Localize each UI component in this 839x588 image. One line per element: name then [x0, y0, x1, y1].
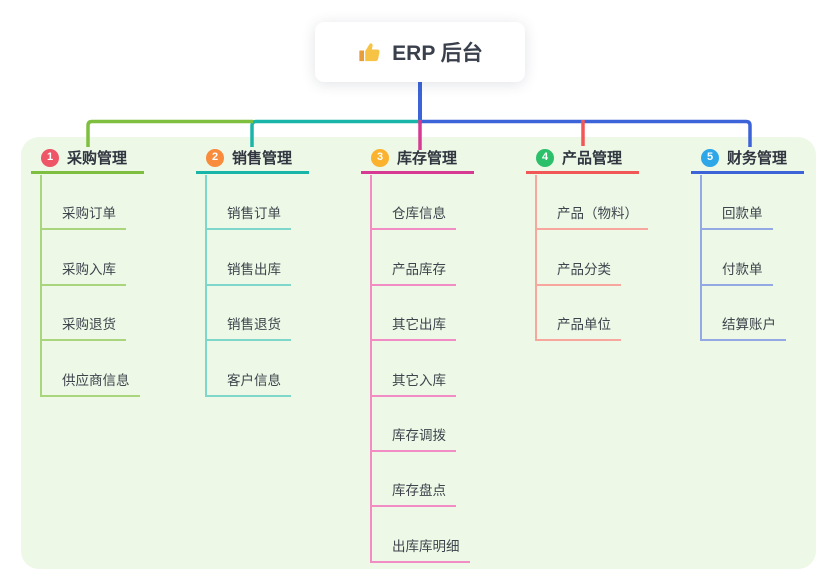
- child-label: 销售退货: [227, 317, 281, 333]
- child-label: 付款单: [722, 261, 763, 277]
- child-label: 库存盘点: [392, 483, 446, 499]
- child-node[interactable]: 采购退货: [42, 286, 126, 342]
- child-label: 客户信息: [227, 372, 281, 388]
- child-label: 产品分类: [557, 261, 611, 277]
- child-label: 销售订单: [227, 206, 281, 222]
- branch-label: 销售管理: [232, 150, 293, 167]
- branch-number-badge: 4: [536, 148, 554, 167]
- branch-node[interactable]: 5 财务管理: [691, 147, 804, 174]
- thumbs-up-icon: [359, 42, 380, 61]
- child-node[interactable]: 销售出库: [207, 230, 291, 286]
- child-node[interactable]: 销售退货: [207, 286, 291, 342]
- branch-children: 产品（物料） 产品分类 产品单位: [535, 175, 648, 342]
- child-node[interactable]: 产品分类: [537, 230, 621, 286]
- branch-number-badge: 2: [206, 148, 224, 167]
- child-node[interactable]: 结算账户: [702, 286, 786, 342]
- child-label: 供应商信息: [62, 372, 130, 388]
- child-node[interactable]: 采购订单: [42, 175, 126, 231]
- branch-label: 库存管理: [397, 150, 458, 167]
- branch-number-badge: 3: [371, 148, 389, 167]
- child-label: 结算账户: [722, 317, 776, 333]
- child-label: 销售出库: [227, 261, 281, 277]
- child-label: 采购入库: [62, 261, 116, 277]
- child-node[interactable]: 其它入库: [372, 341, 456, 397]
- branch-node[interactable]: 1 采购管理: [31, 147, 144, 174]
- branch-label: 财务管理: [727, 150, 788, 167]
- branch-node[interactable]: 4 产品管理: [526, 147, 639, 174]
- child-label: 出库库明细: [392, 538, 460, 554]
- child-node[interactable]: 产品单位: [537, 286, 621, 342]
- branch-number-badge: 5: [701, 148, 719, 167]
- child-node[interactable]: 回款单: [702, 175, 773, 231]
- root-node[interactable]: ERP 后台: [315, 22, 525, 82]
- branch-label: 采购管理: [67, 150, 128, 167]
- child-label: 仓库信息: [392, 206, 446, 222]
- child-label: 其它入库: [392, 372, 446, 388]
- branch-column: 销售订单 销售出库 销售退货 客户信息 2 销售管理: [196, 147, 309, 397]
- branch-column: 产品（物料） 产品分类 产品单位 4 产品管理: [526, 147, 648, 342]
- branch-number-badge: 1: [41, 148, 59, 167]
- child-label: 采购退货: [62, 317, 116, 333]
- child-node[interactable]: 付款单: [702, 230, 773, 286]
- child-label: 其它出库: [392, 317, 446, 333]
- child-label: 产品库存: [392, 261, 446, 277]
- child-node[interactable]: 库存调拨: [372, 397, 456, 452]
- branch-node[interactable]: 2 销售管理: [196, 147, 309, 174]
- branch-column: 回款单 付款单 结算账户 5 财务管理: [691, 147, 804, 342]
- child-node[interactable]: 采购入库: [42, 230, 126, 286]
- root-title: ERP 后台: [392, 42, 483, 65]
- branch-column: 采购订单 采购入库 采购退货 供应商信息 1 采购管理: [31, 147, 144, 397]
- branch-children: 采购订单 采购入库 采购退货 供应商信息: [40, 175, 140, 397]
- child-label: 回款单: [722, 206, 763, 222]
- child-node[interactable]: 库存盘点: [372, 452, 456, 508]
- branch-label: 产品管理: [562, 150, 623, 167]
- child-node[interactable]: 供应商信息: [42, 341, 140, 397]
- background-panel: [21, 137, 816, 569]
- child-node[interactable]: 其它出库: [372, 286, 456, 342]
- child-node[interactable]: 销售订单: [207, 175, 291, 231]
- child-node[interactable]: 出库库明细: [372, 507, 470, 563]
- child-node[interactable]: 产品（物料）: [537, 175, 648, 231]
- child-node[interactable]: 仓库信息: [372, 175, 456, 231]
- branch-children: 销售订单 销售出库 销售退货 客户信息: [205, 175, 291, 397]
- branch-children: 仓库信息 产品库存 其它出库 其它入库 库存调拨 库存盘点 出库库明细: [370, 175, 470, 563]
- child-label: 产品单位: [557, 317, 611, 333]
- child-label: 采购订单: [62, 206, 116, 222]
- branch-node[interactable]: 3 库存管理: [361, 147, 474, 174]
- branch-children: 回款单 付款单 结算账户: [700, 175, 786, 342]
- child-node[interactable]: 客户信息: [207, 341, 291, 397]
- child-label: 产品（物料）: [557, 206, 638, 222]
- branch-column: 仓库信息 产品库存 其它出库 其它入库 库存调拨 库存盘点 出库库明细 3 库存…: [361, 147, 474, 563]
- child-node[interactable]: 产品库存: [372, 230, 456, 286]
- child-label: 库存调拨: [392, 427, 446, 443]
